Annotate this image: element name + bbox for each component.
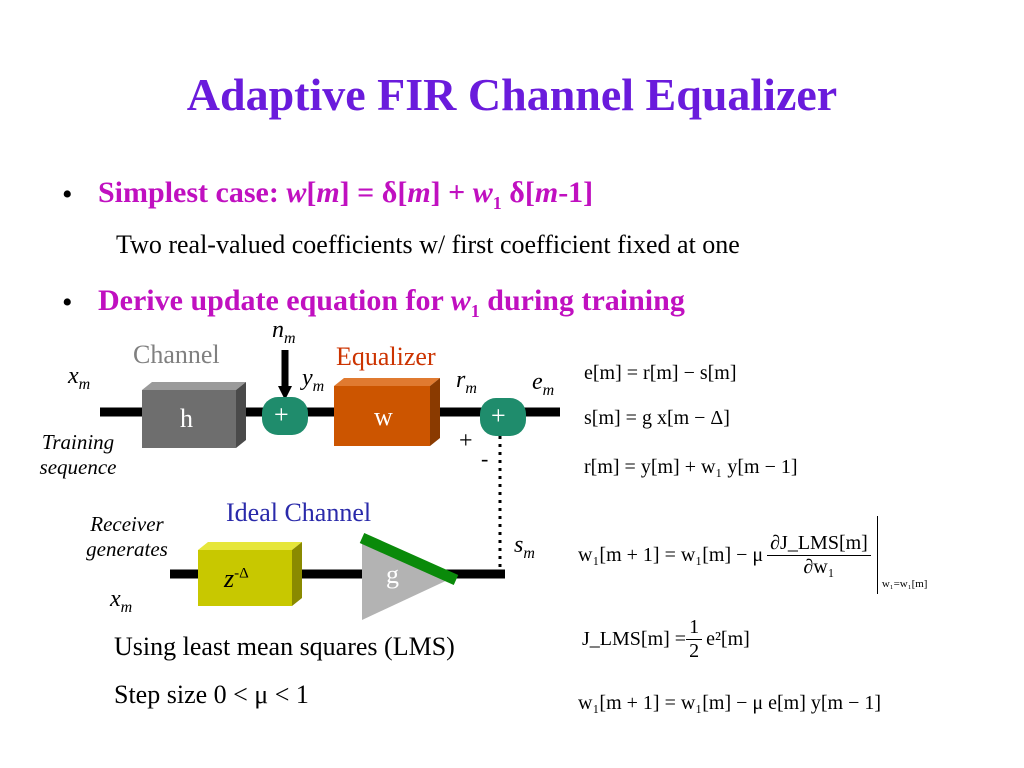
equation-r: r[m] = y[m] + w₁ y[m − 1] (584, 456, 798, 478)
step-size-note: Step size 0 < μ < 1 (114, 680, 309, 709)
equation-update-gradient: w₁[m + 1] = w₁[m] − μ ∂J_LMS[m]∂w₁ w₁=w₁… (578, 516, 927, 594)
z-box (198, 550, 292, 606)
n-label: nm (272, 317, 296, 347)
adder-1 (262, 397, 308, 435)
h-box (142, 390, 236, 448)
equation-lms-update: w₁[m + 1] = w₁[m] − μ e[m] y[m − 1] (578, 692, 882, 714)
h-box-side (236, 382, 246, 448)
adder-2-plus-input: + (459, 428, 473, 454)
bullet-2: Derive update equation for w1 during tra… (98, 284, 685, 321)
adder-1-plus: + (274, 400, 289, 429)
x-top-label: xm (68, 363, 91, 393)
h-box-top (142, 382, 246, 390)
w-box-top (334, 378, 440, 386)
adder-2-minus-input: - (481, 446, 489, 471)
z-box-top (198, 542, 302, 550)
lms-note: Using least mean squares (LMS) (114, 632, 455, 661)
y-label: ym (302, 365, 325, 395)
bullet-marker-2: • (62, 286, 73, 319)
bullet-marker-1: • (62, 178, 73, 211)
g-triangle-label: g (386, 560, 399, 589)
w-box-side (430, 378, 440, 446)
adder-2 (480, 398, 526, 436)
equalizer-label: Equalizer (336, 342, 436, 371)
s-label: sm (514, 532, 535, 562)
g-triangle (362, 540, 452, 620)
sub-bullet-text: Two real-valued coefficients w/ first co… (116, 230, 740, 259)
r-label: rm (456, 367, 477, 397)
x-bottom-label: xm (110, 586, 133, 616)
h-box-label: h (180, 404, 193, 433)
adder-2-plus: + (491, 401, 506, 430)
w-box (334, 386, 430, 446)
page-title: Adaptive FIR Channel Equalizer (186, 69, 838, 120)
equation-error: e[m] = r[m] − s[m] (584, 362, 737, 384)
w-box-label: w (374, 402, 393, 431)
ideal-channel-label: Ideal Channel (226, 498, 372, 527)
z-box-side (292, 542, 302, 606)
g-bar (359, 532, 459, 586)
channel-label: Channel (133, 340, 220, 369)
z-box-label: z-Δ (224, 564, 249, 593)
noise-arrowhead (278, 386, 292, 400)
equation-s: s[m] = g x[m − Δ] (584, 407, 730, 429)
e-label: em (532, 369, 555, 399)
bullet-1: Simplest case: w[m] = δ[m] + w1 δ[m-1] (98, 176, 594, 213)
